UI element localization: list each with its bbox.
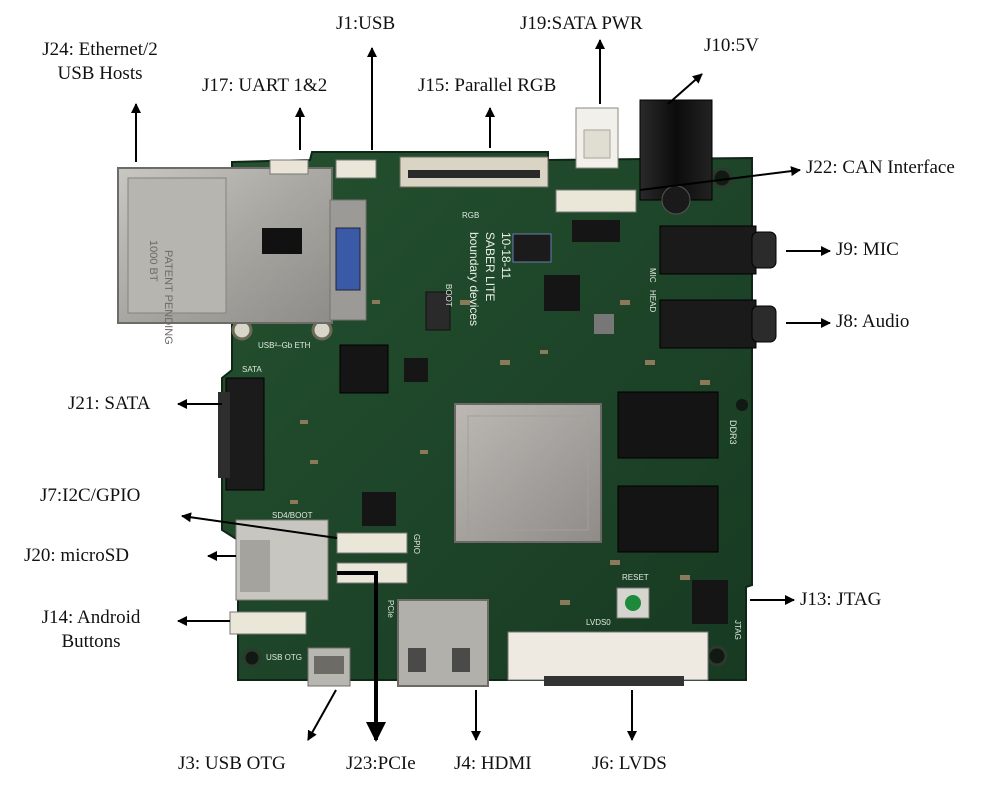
arrow-j10	[667, 73, 703, 105]
jtag-silk: JTAG	[733, 620, 742, 640]
inductor	[512, 233, 552, 263]
silk-mic: MIC	[648, 268, 657, 283]
silk-pcie: PCIe	[386, 600, 395, 618]
silk-usb-eth: USB²–Gb ETH	[258, 341, 311, 350]
label-j24: J24: Ethernet/2 USB Hosts	[42, 39, 158, 84]
label-j8: J8: Audio	[836, 311, 910, 332]
reset-silk: RESET	[622, 573, 649, 582]
can-chip	[572, 220, 620, 242]
mic-jack	[659, 225, 777, 275]
label-j10: J10:5V	[704, 35, 759, 56]
label-j19: J19:SATA PWR	[520, 13, 643, 34]
silk-usb-otg: USB OTG	[266, 653, 302, 662]
silk-lvds: LVDS0	[586, 618, 611, 627]
arrow-j23	[337, 571, 386, 742]
silk-sd: SD4/BOOT	[272, 511, 313, 520]
audio-jack	[659, 299, 777, 349]
crystal	[594, 314, 614, 334]
android-buttons-header	[229, 611, 307, 635]
sata-silk: SATA	[242, 365, 262, 374]
eth-speed-text: 1000 BT	[147, 240, 159, 282]
arrow-j7	[181, 512, 338, 539]
label-j15: J15: Parallel RGB	[418, 75, 557, 96]
label-j20: J20: microSD	[24, 545, 130, 566]
label-j3: J3: USB OTG	[178, 753, 286, 774]
ddr-silk: DDR3	[728, 420, 738, 445]
eth-jack-text: PATENT PENDING	[162, 250, 174, 345]
usb-header	[335, 159, 377, 179]
label-j7: J7:I2C/GPIO	[40, 485, 141, 506]
can-connector	[555, 189, 637, 213]
label-j22: J22: CAN Interface	[806, 157, 955, 178]
ddr3-chip	[617, 391, 719, 459]
i2c-gpio-header	[336, 532, 408, 554]
silk-head: HEAD	[648, 290, 657, 312]
gpio-chip	[362, 492, 396, 526]
label-j1: J1:USB	[336, 13, 396, 34]
jtag-header	[692, 580, 728, 624]
audio-codec-chip	[544, 275, 580, 311]
ddr3-chip	[617, 485, 719, 553]
mount-hole	[242, 648, 262, 668]
arrow-j22	[639, 166, 801, 191]
label-j17: J17: UART 1&2	[202, 75, 328, 96]
boot-switch	[425, 291, 451, 331]
silk-gpio: GPIO	[412, 534, 421, 554]
silk-boot: BOOT	[444, 284, 453, 307]
lvds-connector	[507, 631, 709, 681]
label-j4: J4: HDMI	[454, 753, 532, 774]
usb-hub-chip	[404, 358, 428, 382]
label-j13: J13: JTAG	[800, 589, 882, 610]
label-j23: J23:PCIe	[346, 753, 416, 774]
silk-model: SABER LITE	[483, 232, 497, 301]
imx6-processor	[454, 403, 602, 543]
ethernet-jack: PATENT PENDING 1000 BT	[117, 167, 367, 345]
eth-phy-chip	[339, 344, 389, 394]
label-j9: J9: MIC	[836, 239, 899, 260]
mount-hole	[736, 399, 748, 411]
sata-connector	[225, 377, 265, 491]
arrow-j3	[307, 689, 337, 741]
uart-header	[269, 159, 309, 175]
silk-brand: boundary devices	[467, 232, 481, 326]
label-j6: J6: LVDS	[592, 753, 667, 774]
label-j14: J14: Android Buttons	[41, 607, 141, 652]
silk-rev: 10-18-11	[499, 232, 513, 279]
silk-rgb: RGB	[462, 211, 479, 220]
label-j21: J21: SATA	[68, 393, 151, 414]
